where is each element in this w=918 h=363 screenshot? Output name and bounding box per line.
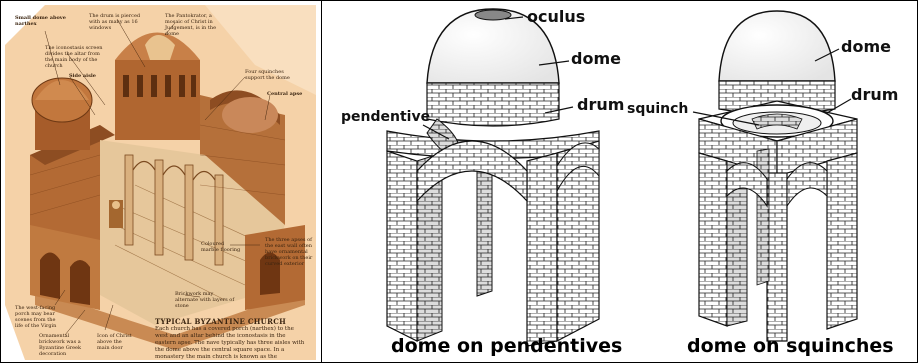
caption-dome-on-pendentives: dome on pendentives bbox=[391, 335, 622, 357]
dome-structure-diagram bbox=[327, 1, 917, 362]
squinch-structure bbox=[699, 11, 857, 341]
label-oculus: oculus bbox=[527, 7, 585, 26]
label-dome-left: dome bbox=[571, 49, 621, 68]
dome-diagram-panel: oculus dome pendentive drum dome drum sq… bbox=[327, 1, 917, 362]
plaque-text: Each church has a covered porch (narthex… bbox=[155, 326, 305, 360]
panel-divider bbox=[321, 1, 322, 362]
caption-dome-on-squinches: dome on squinches bbox=[687, 335, 894, 357]
label-pantokrator: The Pantokrator, a mosaic of Christ in J… bbox=[165, 13, 223, 37]
label-small-dome: Small dome above narthex bbox=[15, 15, 73, 27]
label-dome-right: dome bbox=[841, 37, 891, 56]
label-iconostasis: The iconostasis screen divides the altar… bbox=[45, 45, 103, 69]
label-drum-windows: The drum is pierced with as many as 16 w… bbox=[89, 13, 147, 31]
plaque-title: TYPICAL BYZANTINE CHURCH bbox=[155, 317, 286, 326]
label-marble-floor: Coloured marble flooring bbox=[201, 241, 241, 253]
label-three-apses: The three apses of the east wall often h… bbox=[265, 237, 313, 267]
label-drum-right: drum bbox=[851, 85, 898, 104]
label-pendentive: pendentive bbox=[341, 109, 430, 125]
label-icon-of-christ: Icon of Christ above the main door bbox=[97, 333, 133, 351]
label-squinch: squinch bbox=[627, 101, 688, 117]
label-central-apse: Central apse bbox=[267, 91, 313, 97]
label-side-aisle: Side aisle bbox=[69, 73, 127, 79]
byzantine-church-cutaway: Small dome above narthex The drum is pie… bbox=[5, 5, 316, 360]
label-squinches: Four squinches support the dome bbox=[245, 69, 303, 81]
pendentive-structure bbox=[387, 9, 599, 346]
label-ornamental-brickwork: Ornamental brickwork was a Byzantine Gre… bbox=[39, 333, 91, 357]
label-west-porch: The west-facing porch may bear scenes fr… bbox=[15, 305, 65, 329]
label-drum-left: drum bbox=[577, 95, 624, 114]
label-brickwork-band: Brickwork may alternate with layers of s… bbox=[175, 291, 235, 309]
